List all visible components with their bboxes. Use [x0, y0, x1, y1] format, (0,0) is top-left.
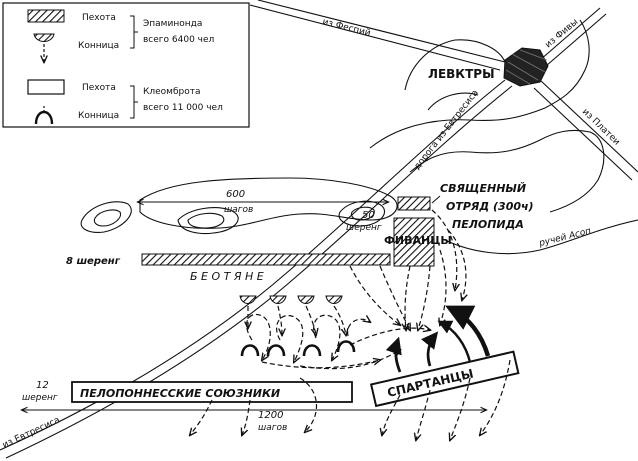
label-50-num: 50	[362, 210, 375, 221]
arrow-thebans-2	[440, 249, 447, 325]
arrow-boeotians-1	[379, 265, 410, 330]
road-thespiae-label: из Феспий	[321, 17, 371, 39]
arrow-boeotians-2	[349, 265, 400, 325]
arrow-counter-2	[421, 331, 439, 367]
dist-1200-num: 1200	[258, 410, 283, 421]
label-50-unit: шеренг	[346, 223, 382, 233]
hill-west-outer	[80, 201, 132, 233]
hill-large-inner2	[187, 212, 225, 229]
label-8-ranks: 8 шеренг	[66, 256, 121, 267]
spartan-cavalry-1	[240, 344, 260, 357]
label-12-unit: шеренг	[22, 393, 58, 403]
spartan-forces: ПЕЛОПОННЕССКИЕ СОЮЗНИКИ СПАРТАНЦЫ 12 шер…	[22, 340, 520, 408]
spartan-cavalry-2	[266, 344, 286, 357]
arrow-retreat-6	[450, 377, 471, 440]
hill-north-inner	[427, 92, 479, 111]
arrow-thebans-1	[447, 229, 466, 300]
arrow-theban-cav-3	[305, 305, 316, 335]
road-thespiae-a	[257, 0, 506, 63]
arrow-counter-4	[437, 320, 472, 363]
arrow-theban-cav-4	[333, 305, 346, 335]
allies-label: ПЕЛОПОННЕССКИЕ СОЮЗНИКИ	[80, 387, 280, 400]
arrow-retreat-3	[299, 377, 318, 432]
legend-spartan-infantry-label: Пехота	[82, 83, 116, 93]
boeotian-line	[141, 253, 391, 266]
legend: Пехота Конница Эпаминонда всего 6400 чел…	[2, 2, 250, 128]
arrow-theban-cav-2	[277, 305, 282, 335]
road-thebes-a	[539, 7, 601, 61]
theban-cavalry-4	[325, 295, 343, 304]
arrow-retreat-4	[382, 394, 401, 435]
legend-theban-infantry-label: Пехота	[82, 13, 116, 23]
sacred-band-block	[397, 196, 431, 211]
arrow-counter-1	[385, 336, 402, 373]
town-marker	[503, 47, 549, 87]
theban-cavalry-1	[239, 295, 257, 304]
arrow-retreat-5	[416, 389, 431, 440]
theban-forces: 50 шеренг 8 шеренг Б Е О Т Я Н Е ФИВАНЦЫ…	[66, 182, 534, 304]
spartan-cavalry-3	[302, 344, 322, 357]
road-thebes-label: из Фивы	[544, 17, 581, 50]
hill-northeast	[404, 39, 506, 91]
distance-600: 600 шагов	[138, 189, 388, 215]
distance-1200: 1200 шагов	[22, 410, 486, 433]
legend-theban-total: всего 6400 чел	[143, 35, 214, 45]
arrow-thebans-3	[418, 265, 431, 330]
town-leuctra: ЛЕВКТРЫ	[428, 47, 549, 87]
sacred-band-label-3: ПЕЛОПИДА	[452, 218, 524, 231]
sacred-band-label-2: ОТРЯД (300ч)	[446, 200, 534, 213]
arrow-counter-3	[445, 305, 491, 357]
hill-large-inner	[177, 207, 239, 235]
dist-600-unit: шагов	[224, 205, 253, 215]
road-plataea-b	[533, 87, 633, 181]
movement-arrows	[190, 209, 511, 440]
hill-west-inner	[93, 209, 122, 227]
legend-theban-infantry-swatch	[27, 9, 65, 23]
thebans-column	[393, 217, 435, 267]
legend-spartan-infantry-swatch	[27, 79, 65, 95]
legend-spartan-cavalry-label: Конница	[78, 111, 119, 121]
legend-theban-cavalry-icon	[33, 33, 55, 42]
legend-theban-cavalry-label: Конница	[78, 41, 119, 51]
spartan-cavalry-4	[336, 340, 356, 353]
legend-spartan-commander: Клеомброта	[143, 87, 201, 97]
creek-asopus	[444, 219, 638, 255]
arrow-retreat-1	[190, 399, 213, 435]
road-thebes-b	[545, 13, 607, 67]
spartan-counterattack	[385, 305, 491, 373]
hill-east-ridge2	[409, 129, 605, 213]
legend-theban-commander: Эпаминонда	[143, 19, 202, 29]
boeotians-label: Б Е О Т Я Н Е	[190, 270, 264, 283]
spartan-cavalry-row	[240, 340, 356, 357]
road-thespiae-b	[249, 4, 501, 71]
dist-1200-unit: шагов	[258, 423, 287, 433]
spartans-block: СПАРТАНЦЫ	[369, 350, 520, 408]
arrow-spartan-cav-4	[347, 319, 370, 337]
road-plataea-a	[539, 79, 638, 173]
allies-line	[71, 381, 353, 403]
sacred-band-label-1: СВЯЩЕННЫЙ	[440, 182, 526, 195]
arrow-retreat-2	[242, 399, 251, 435]
arrow-cav-sweep-1	[261, 360, 380, 369]
arrow-spartan-cav-3	[313, 314, 341, 360]
creek-label: ручей Асоп	[537, 226, 592, 249]
arrow-sacred-band	[431, 209, 457, 290]
theban-cavalry-2	[269, 295, 287, 304]
town-label: ЛЕВКТРЫ	[428, 67, 495, 81]
dist-600-num: 600	[226, 189, 245, 200]
hill-middle-inner	[350, 206, 375, 221]
road-eutresis-town-label: дорога из Евтресиса	[412, 88, 480, 172]
label-12-num: 12	[36, 380, 49, 391]
legend-spartan-total: всего 11 000 чел	[143, 103, 223, 113]
arrow-retreat-7	[480, 359, 511, 435]
hill-large-outline	[139, 177, 398, 229]
hill-east-ridge	[369, 19, 590, 149]
theban-cavalry-3	[297, 295, 315, 304]
thebans-label: ФИВАНЦЫ	[384, 234, 452, 247]
theban-cavalry-row	[239, 295, 343, 304]
arrow-cav-sweep-3	[349, 328, 430, 346]
